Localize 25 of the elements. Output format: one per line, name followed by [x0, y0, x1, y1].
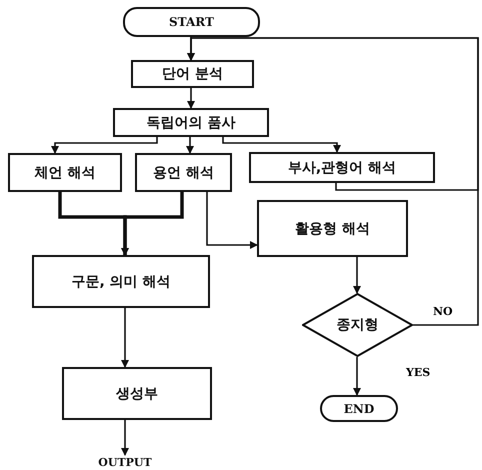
- arrow: [353, 357, 361, 396]
- terminal-box: END: [320, 395, 398, 422]
- edge-label: NO: [432, 305, 454, 318]
- arrow: [186, 137, 194, 154]
- process-box: 부사,관형어 해석: [249, 152, 435, 183]
- process-box: 생성부: [62, 367, 212, 420]
- arrow: [187, 37, 479, 326]
- arrow: [222, 137, 341, 153]
- process-box: 체언 해석: [8, 153, 122, 192]
- arrow: [51, 137, 158, 154]
- process-box: 활용형 해석: [257, 200, 408, 257]
- terminal-box: START: [123, 7, 260, 37]
- arrow: [187, 88, 195, 109]
- arrow: [353, 257, 361, 294]
- process-box: 독립어의 품사: [113, 108, 269, 137]
- arrow: [121, 420, 129, 456]
- arrow: [206, 192, 258, 249]
- edge-label: YES: [405, 366, 432, 379]
- output-label: OUTPUT: [95, 455, 155, 470]
- decision-diamond: 종지형: [302, 293, 413, 357]
- process-box: 구문, 의미 해석: [32, 255, 210, 308]
- arrow: [121, 308, 129, 368]
- process-box: 용언 해석: [135, 153, 232, 192]
- arrow: [121, 192, 184, 256]
- process-box: 단어 분석: [131, 60, 254, 88]
